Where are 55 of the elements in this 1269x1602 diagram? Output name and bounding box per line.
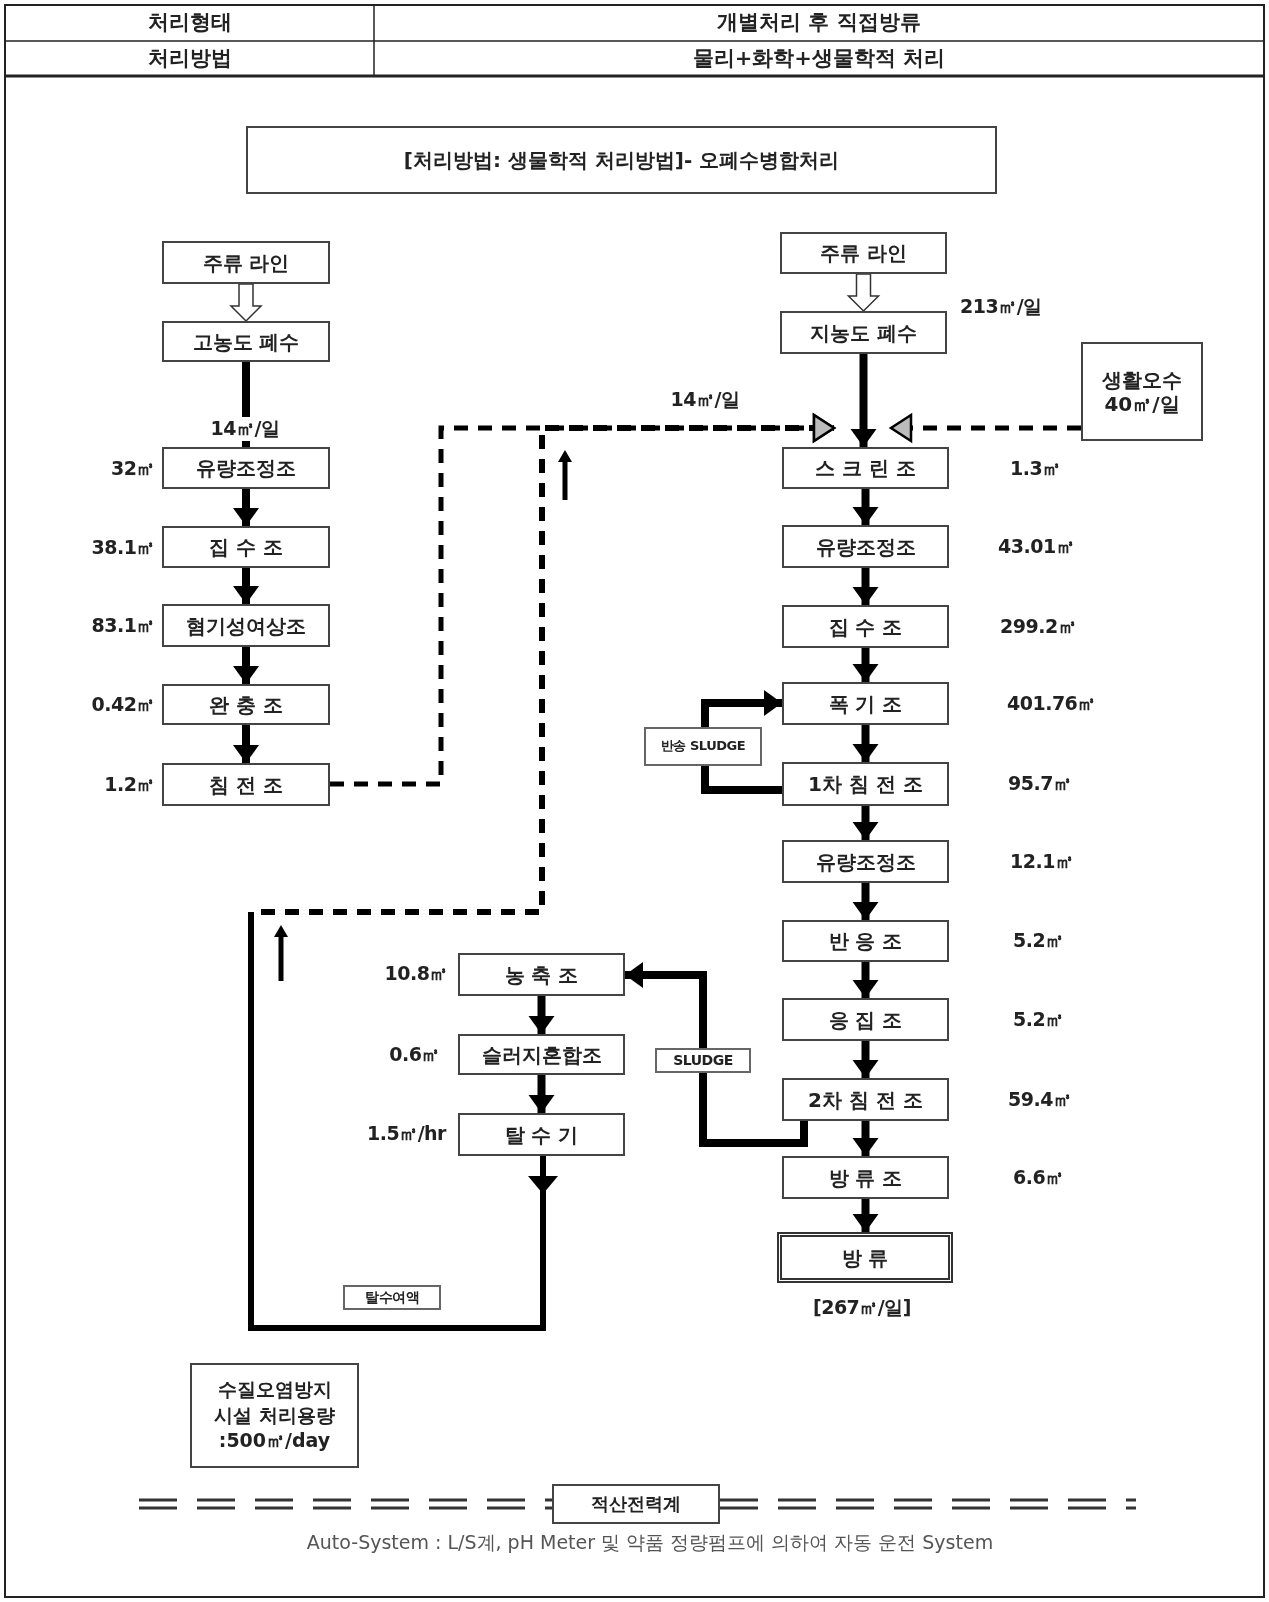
process-box: 반 응 조 [782, 920, 949, 962]
process-box: 슬러지혼합조 [458, 1034, 625, 1075]
process-box: 유량조정조 [782, 840, 949, 883]
edge-label-box: 탈수여액 [343, 1284, 441, 1310]
volume-label: 43.01㎥ [998, 534, 1075, 559]
meter-box: 적산전력계 [552, 1484, 720, 1524]
process-box: 집 수 조 [162, 526, 330, 568]
process-box: 유량조정조 [782, 525, 949, 568]
volume-label: 83.1㎥ [91, 613, 155, 638]
process-box: 농 축 조 [458, 953, 625, 996]
volume-label: 5.2㎥ [1013, 928, 1064, 953]
title-box: [처리방법: 생물학적 처리방법]- 오폐수병합처리 [246, 126, 997, 194]
process-box: 혐기성여상조 [162, 604, 330, 647]
header-label: 처리형태 [146, 8, 233, 36]
process-box: 탈 수 기 [458, 1113, 625, 1156]
volume-label: 0.6㎥ [389, 1042, 440, 1067]
edge-label-box: 반송 SLUDGE [644, 726, 762, 766]
process-box: 집 수 조 [782, 605, 949, 648]
edge-label-box: SLUDGE [655, 1047, 751, 1073]
volume-label: 1.3㎥ [1010, 456, 1061, 481]
header-label: 물리+화학+생물학적 처리 [691, 44, 947, 72]
volume-label: 1.5㎥/hr [367, 1121, 446, 1146]
volume-label: 5.2㎥ [1013, 1007, 1064, 1032]
process-box: 완 충 조 [162, 684, 330, 725]
volume-label: 1.2㎥ [104, 772, 155, 797]
volume-label: 10.8㎥ [384, 961, 448, 986]
process-box: 유량조정조 [162, 447, 330, 489]
volume-label: 213㎥/일 [960, 294, 1042, 319]
process-box: 주류 라인 [162, 241, 330, 284]
volume-label: 32㎥ [111, 456, 155, 481]
process-box: 1차 침 전 조 [782, 762, 949, 806]
discharge-box: 방 류 [777, 1232, 953, 1283]
process-box: 지농도 폐수 [780, 311, 947, 354]
process-box: 폭 기 조 [782, 682, 949, 725]
process-box: 응 집 조 [782, 998, 949, 1041]
process-box: 스 크 린 조 [782, 447, 949, 489]
volume-label: 12.1㎥ [1010, 849, 1074, 874]
volume-label: 59.4㎥ [1008, 1087, 1072, 1112]
process-box: 2차 침 전 조 [782, 1078, 949, 1121]
source-box: 생활오수 40㎥/일 [1081, 342, 1203, 441]
header-label: 개별처리 후 직접방류 [716, 8, 922, 36]
volume-label: 6.6㎥ [1013, 1165, 1064, 1190]
process-box: 침 전 조 [162, 763, 330, 806]
volume-label: 299.2㎥ [1000, 614, 1077, 639]
header-label: 처리방법 [146, 44, 233, 72]
volume-label: 0.42㎥ [91, 692, 155, 717]
volume-label: 95.7㎥ [1008, 771, 1072, 796]
note-text: Auto-System : L/S계, pH Meter 및 약품 정량펌프에 의하여 자동 운전 System [305, 1530, 995, 1555]
process-box: 방 류 조 [782, 1156, 949, 1199]
volume-label: 38.1㎥ [91, 535, 155, 560]
process-box: 주류 라인 [780, 232, 947, 274]
volume-label: 401.76㎥ [1007, 691, 1096, 716]
process-box: 고농도 폐수 [162, 321, 330, 362]
volume-label: [267㎥/일] [813, 1295, 911, 1320]
capacity-box: 수질오염방지 시설 처리용량 :500㎥/day [190, 1363, 359, 1468]
